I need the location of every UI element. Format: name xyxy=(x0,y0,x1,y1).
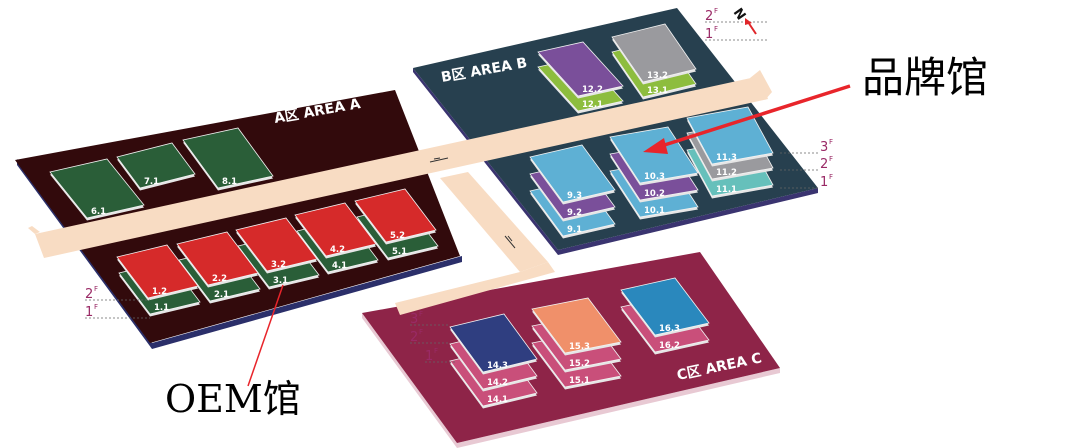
hall-label: 13.2 xyxy=(647,71,668,81)
hall-label: 9.1 xyxy=(567,225,582,235)
hall-label: 1.1 xyxy=(154,303,169,313)
oem-hall-annotation: OEM馆 xyxy=(165,284,301,421)
hall-label: 2.1 xyxy=(214,290,229,300)
floor-suffix: F xyxy=(94,303,98,311)
hall-label: 3.2 xyxy=(271,260,286,270)
floor-number: 2 xyxy=(820,157,828,172)
hall-shape[interactable] xyxy=(294,202,377,257)
hall-9-3[interactable]: 9.3 xyxy=(529,144,616,205)
north-arrow-icon xyxy=(747,21,757,35)
hall-label: 15.3 xyxy=(569,342,590,352)
hall-label: 6.1 xyxy=(91,207,106,217)
hall-15-3[interactable]: 15.3 xyxy=(531,297,622,356)
floor-number: 1 xyxy=(425,349,433,364)
hall-shape[interactable] xyxy=(49,158,145,219)
hall-label: 9.3 xyxy=(567,191,582,201)
hall-13-2[interactable]: 13.2 xyxy=(611,23,697,85)
hall-label: 5.2 xyxy=(390,231,405,241)
hall-label: 15.1 xyxy=(569,376,590,386)
hall-label: 14.2 xyxy=(487,378,508,388)
hall-label: 11.2 xyxy=(716,168,737,178)
hall-shape[interactable] xyxy=(537,41,624,97)
floor-suffix: F xyxy=(829,138,833,146)
hall-label: 15.2 xyxy=(569,359,590,369)
floor-suffix: F xyxy=(829,155,833,163)
hall-shape[interactable] xyxy=(529,144,616,203)
hall-shape[interactable] xyxy=(235,217,318,272)
floor-suffix: F xyxy=(434,347,438,355)
hall-7-1[interactable]: 7.1 xyxy=(116,142,196,191)
hall-label: 12.1 xyxy=(582,100,603,110)
hall-label: 12.2 xyxy=(582,85,603,95)
floor-suffix: F xyxy=(94,285,98,293)
hall-shape[interactable] xyxy=(116,244,199,299)
floor-number: 2 xyxy=(410,330,418,345)
floor-number: 3 xyxy=(410,312,418,327)
hall-label: 16.2 xyxy=(659,341,680,351)
hall-16-3[interactable]: 16.3 xyxy=(620,277,710,338)
hall-14-3[interactable]: 14.3 xyxy=(449,313,538,375)
floor-suffix: F xyxy=(714,25,718,33)
floor-suffix: F xyxy=(419,328,423,336)
hall-label: 4.2 xyxy=(330,245,345,255)
floor-suffix: F xyxy=(419,310,423,318)
floor-number: 1 xyxy=(705,27,713,42)
floor-number: 2 xyxy=(85,287,93,302)
hall-shape[interactable] xyxy=(176,231,259,286)
hall-label: 8.1 xyxy=(222,177,237,187)
hall-label: 11.3 xyxy=(716,153,737,163)
hall-label: 1.2 xyxy=(152,287,167,297)
hall-label: 2.2 xyxy=(212,274,227,284)
hall-shape[interactable] xyxy=(620,277,710,336)
hall-label: 4.1 xyxy=(332,261,347,271)
hall-4-2[interactable]: 4.2 xyxy=(294,202,377,259)
hall-6-1[interactable]: 6.1 xyxy=(49,158,145,221)
floor-number: 3 xyxy=(820,140,828,155)
hall-label: 14.3 xyxy=(487,361,508,371)
hall-label: 10.3 xyxy=(644,172,665,182)
hall-12-2[interactable]: 12.2 xyxy=(537,41,624,99)
hall-2-2[interactable]: 2.2 xyxy=(176,231,259,288)
hall-shape[interactable] xyxy=(116,142,196,189)
hall-label: 3.1 xyxy=(273,276,288,286)
hall-label: 9.2 xyxy=(567,208,582,218)
halls: 6.1 7.1 8.1 1.1 2.1 3.1 4.1 5.1 12.1 13.1 9.1 10.1 1… xyxy=(49,23,774,409)
corridor xyxy=(28,70,772,315)
hall-label: 16.3 xyxy=(659,324,680,334)
floor-suffix: F xyxy=(829,173,833,181)
hall-label: 5.1 xyxy=(392,247,407,257)
hall-shape[interactable] xyxy=(686,106,774,165)
hall-label: 10.1 xyxy=(644,206,665,216)
compass: N xyxy=(730,6,757,35)
oem-hall-label: OEM馆 xyxy=(165,377,301,421)
floor-number: 1 xyxy=(820,175,828,190)
hall-label: 14.1 xyxy=(487,395,508,405)
hall-label: 10.2 xyxy=(644,189,665,199)
brand-hall-label: 品牌馆 xyxy=(862,53,988,102)
hall-3-2[interactable]: 3.2 xyxy=(235,217,318,274)
hall-shape[interactable] xyxy=(449,313,538,373)
hall-8-1[interactable]: 8.1 xyxy=(182,127,274,191)
hall-1-2[interactable]: 1.2 xyxy=(116,244,199,301)
hall-label: 13.1 xyxy=(647,86,668,96)
floor-suffix: F xyxy=(714,7,718,15)
brand-hall-annotation: 品牌馆 xyxy=(643,53,988,154)
floor-number: 2 xyxy=(705,9,713,24)
floor-number: 1 xyxy=(85,305,93,320)
hall-label: 11.1 xyxy=(716,185,737,195)
hall-shape[interactable] xyxy=(531,297,622,354)
hall-shape[interactable] xyxy=(611,23,697,83)
hall-11-3[interactable]: 11.3 xyxy=(686,106,774,167)
hall-shape[interactable] xyxy=(354,188,437,243)
hall-shape[interactable] xyxy=(182,127,274,189)
hall-label: 7.1 xyxy=(144,177,159,187)
hall-5-2[interactable]: 5.2 xyxy=(354,188,437,245)
